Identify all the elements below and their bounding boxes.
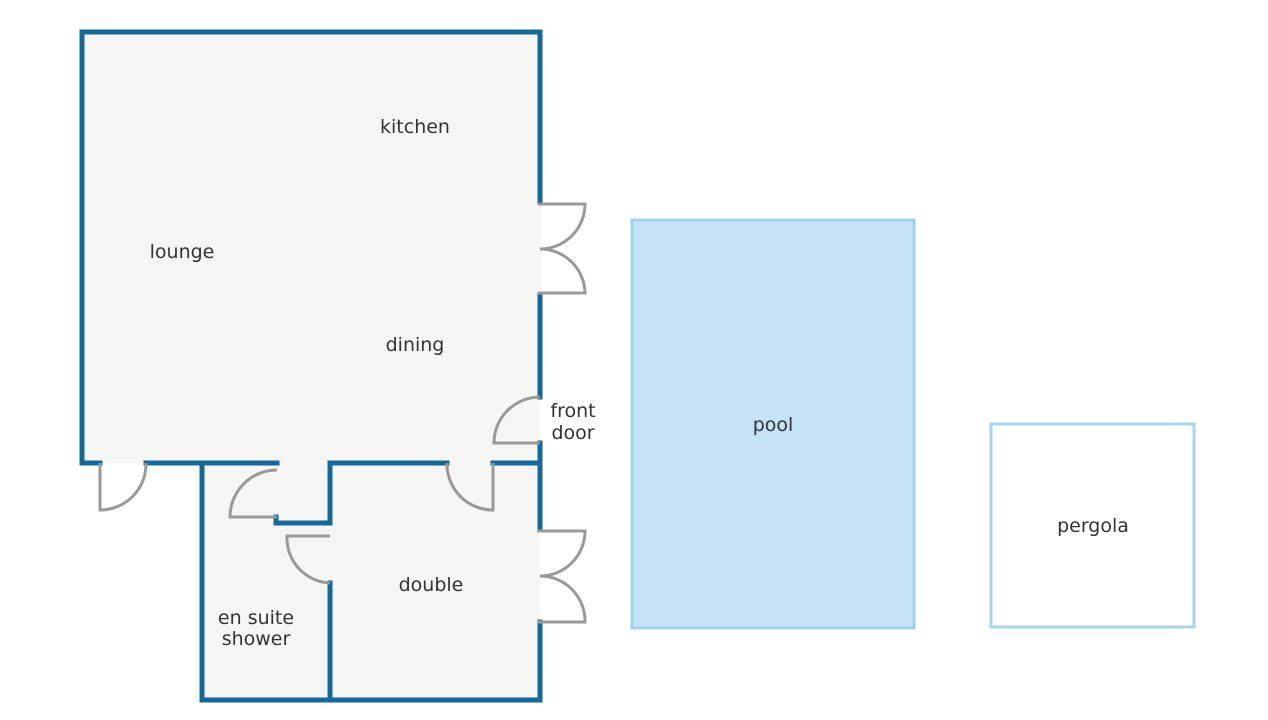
label-lounge: lounge [150, 241, 215, 263]
label-en-suite-1: en suite [218, 607, 294, 629]
french-doors-double [538, 529, 587, 624]
label-pergola: pergola [1057, 515, 1129, 537]
pergola [989, 422, 1196, 629]
front-door [492, 395, 541, 445]
label-double: double [399, 574, 464, 596]
label-kitchen: kitchen [380, 116, 450, 138]
pool [630, 218, 916, 630]
french-doors-main [538, 202, 587, 295]
en-suite-door [228, 468, 278, 519]
main-living-floor [82, 32, 540, 463]
double-door [445, 462, 495, 512]
label-front-door-2: door [551, 422, 594, 444]
label-pool: pool [753, 414, 794, 436]
en-suite-inner-door [285, 534, 331, 585]
label-dining: dining [386, 334, 445, 356]
en-suite-floor [202, 463, 330, 700]
label-en-suite-2: shower [222, 628, 291, 650]
label-front-door-1: front [550, 400, 595, 422]
walls [79, 29, 543, 703]
lounge-back-door [98, 462, 148, 512]
double-floor [330, 463, 540, 700]
